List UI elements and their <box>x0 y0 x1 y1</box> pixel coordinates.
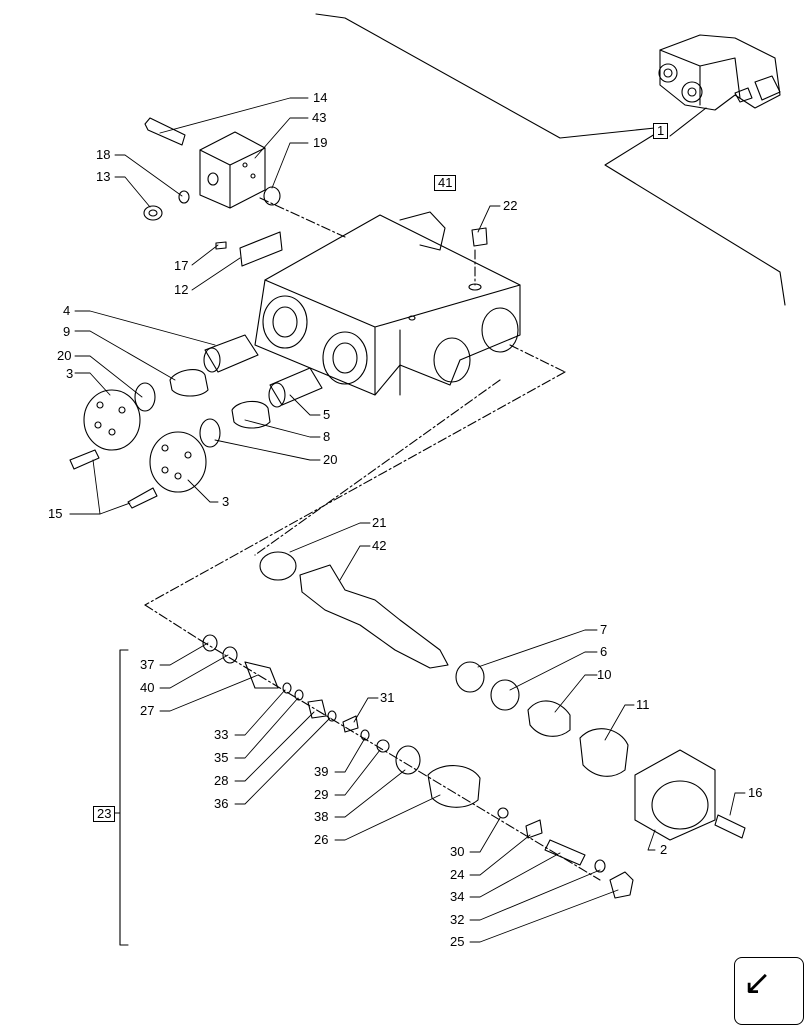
callout-6: 6 <box>600 644 608 659</box>
callout-22: 22 <box>503 198 518 213</box>
callout-20-lower: 20 <box>323 452 338 467</box>
callout-2: 2 <box>660 842 668 857</box>
callout-40: 40 <box>140 680 155 695</box>
callout-41-boxed: 41 <box>434 175 457 191</box>
callout-21: 21 <box>372 515 387 530</box>
callout-43: 43 <box>312 110 327 125</box>
callout-17: 17 <box>174 258 189 273</box>
left-spools <box>69 334 323 509</box>
callout-4: 4 <box>63 303 71 318</box>
callout-11: 11 <box>636 697 650 712</box>
callout-23-boxed: 23 <box>93 806 116 822</box>
callout-36: 36 <box>214 796 229 811</box>
callout-37: 37 <box>140 657 155 672</box>
overview-thumbnail <box>315 13 786 306</box>
callout-30: 30 <box>450 844 465 859</box>
small-parts-bottom <box>202 634 634 899</box>
callout-3-lower: 3 <box>222 494 230 509</box>
callout-15: 15 <box>48 506 63 521</box>
callout-42: 42 <box>372 538 387 553</box>
callout-18: 18 <box>96 147 111 162</box>
leader-lines <box>69 97 746 943</box>
callout-32: 32 <box>450 912 465 927</box>
callout-1-boxed: 1 <box>653 123 669 139</box>
callout-3-upper: 3 <box>66 366 74 381</box>
callout-16: 16 <box>748 785 763 800</box>
callout-31: 31 <box>380 690 395 705</box>
callout-34: 34 <box>450 889 465 904</box>
callout-39: 39 <box>314 764 329 779</box>
callout-9: 9 <box>63 324 71 339</box>
callout-28: 28 <box>214 773 229 788</box>
callout-29: 29 <box>314 787 329 802</box>
callout-24: 24 <box>450 867 465 882</box>
main-spool <box>259 551 746 841</box>
callout-7: 7 <box>600 622 608 637</box>
callout-26: 26 <box>314 832 329 847</box>
callout-33: 33 <box>214 727 229 742</box>
exploded-parts-diagram <box>69 13 801 1000</box>
callout-35: 35 <box>214 750 229 765</box>
callout-27: 27 <box>140 703 155 718</box>
navigation-arrow-button[interactable]: ↙ <box>734 957 804 1025</box>
valve-body <box>254 211 521 396</box>
callout-20-upper: 20 <box>57 348 72 363</box>
group-bracket <box>111 649 129 946</box>
callout-13: 13 <box>96 169 111 184</box>
callout-10: 10 <box>597 667 612 682</box>
callout-8: 8 <box>323 429 331 444</box>
callout-25: 25 <box>450 934 465 949</box>
assembly-lines <box>144 197 601 881</box>
callout-12: 12 <box>174 282 189 297</box>
callout-38: 38 <box>314 809 329 824</box>
callout-19: 19 <box>313 135 328 150</box>
small-parts-top <box>143 186 488 267</box>
callout-5: 5 <box>323 407 331 422</box>
callout-14: 14 <box>313 90 328 105</box>
arrow-left-down-icon: ↙ <box>743 964 772 1002</box>
cover-block <box>144 117 266 209</box>
